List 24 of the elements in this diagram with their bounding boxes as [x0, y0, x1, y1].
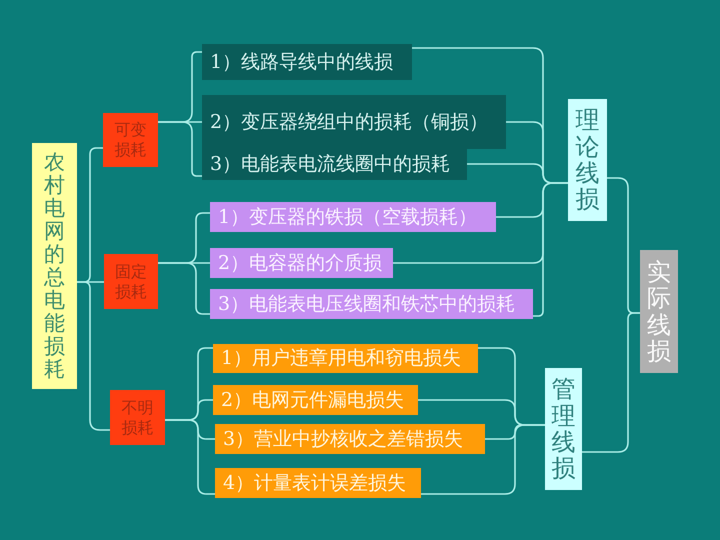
brace-connector	[165, 419, 215, 495]
category-box: 不明损耗	[110, 390, 165, 445]
total-loss-box: 实际线损	[640, 250, 678, 373]
loss-item-box: 3）电能表电压线圈和铁芯中的损耗	[210, 289, 533, 319]
loss-item-box: 1）线路导线中的线损	[202, 44, 412, 80]
category-box: 固定损耗	[104, 254, 158, 309]
brace-connector	[77, 281, 110, 431]
loss-item-box: 1）用户违章用电和窃电损失	[213, 344, 478, 373]
brace-connector	[582, 312, 640, 453]
brace-connector	[533, 182, 568, 317]
loss-item-box: 1）变压器的铁损（空载损耗）	[210, 202, 496, 232]
root-topic-box: 农村电网的总电能损耗	[32, 143, 77, 389]
loss-item-box: 3）营业中抄核收之差错损失	[215, 424, 485, 454]
loss-type-box: 管理线损	[545, 368, 582, 490]
loss-item-box: 2）电容器的介质损	[210, 248, 393, 278]
category-box: 可变损耗	[103, 113, 158, 167]
loss-item-box: 3）电能表电流线圈中的损耗	[202, 148, 467, 180]
brace-connector	[158, 262, 210, 315]
loss-item-box: 4）计量表计误差损失	[215, 468, 421, 498]
loss-item-box: 2）变压器绕组中的损耗（铜损）	[202, 95, 506, 149]
brace-connector	[421, 424, 545, 495]
loss-item-box: 2）电网元件漏电损失	[213, 385, 418, 415]
brace-connector	[158, 121, 202, 177]
loss-type-box: 理论线损	[568, 99, 607, 221]
